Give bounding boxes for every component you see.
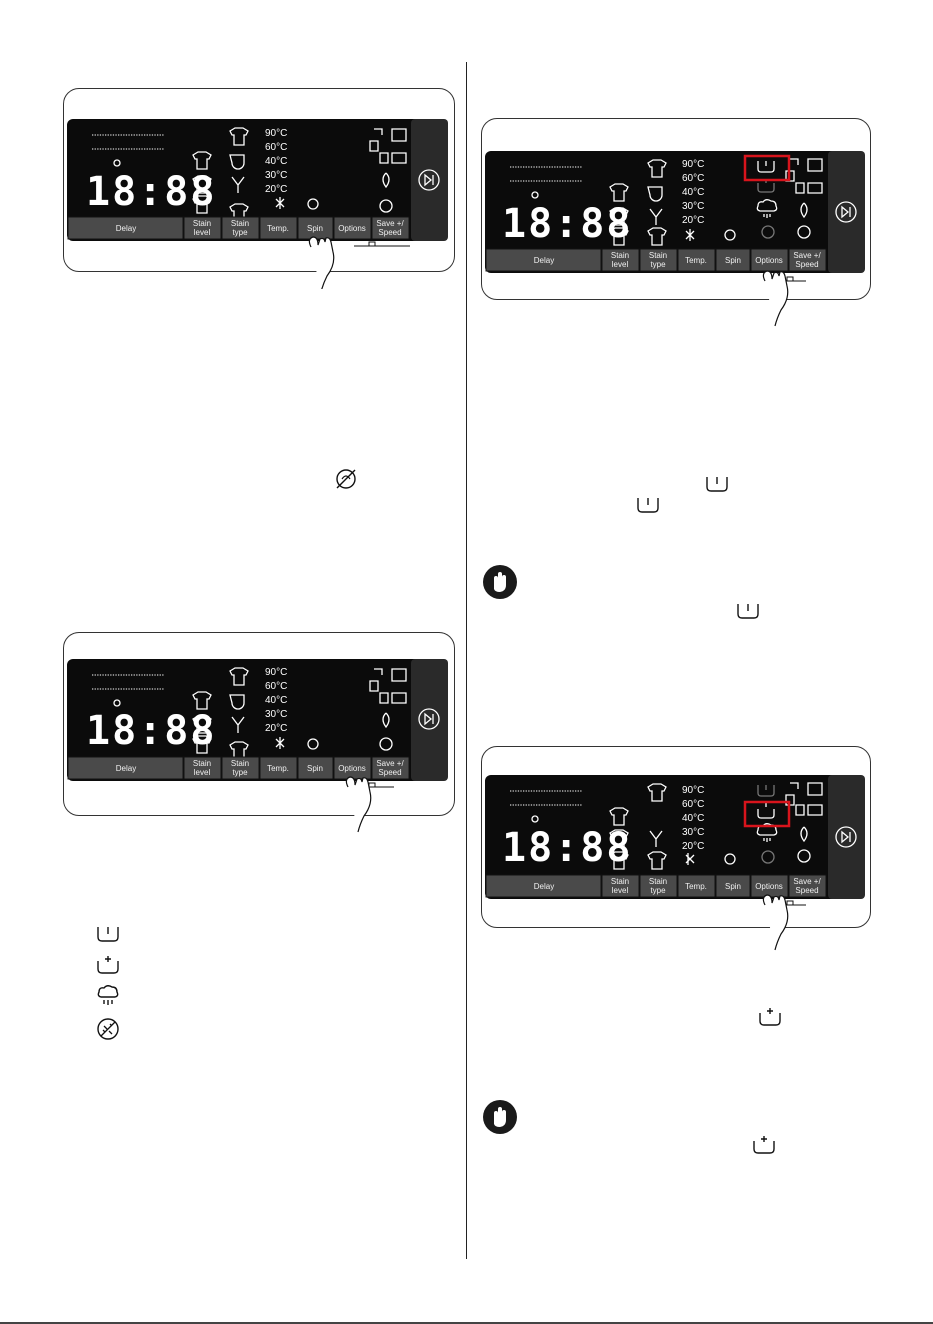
svg-text:Temp.: Temp. (685, 882, 707, 891)
svg-text:Stain: Stain (193, 219, 211, 228)
svg-text:level: level (612, 260, 629, 269)
warning-hand-icon (483, 565, 517, 599)
extra-rinse-icon-inline-2 (752, 1135, 776, 1155)
svg-text:18:88: 18:88 (86, 708, 216, 754)
svg-text:30°C: 30°C (265, 170, 287, 181)
svg-text:Delay: Delay (534, 882, 554, 891)
extra-rinse-icon-inline-1 (758, 1007, 782, 1027)
svg-text:90°C: 90°C (682, 159, 704, 170)
control-panel-figure-2: 18:88 90°C 60°C 40°C 30°C 20°C Delay Sta… (63, 632, 455, 833)
svg-text:20°C: 20°C (682, 841, 704, 852)
time-display: 18:88 (86, 169, 216, 215)
svg-text:Options: Options (338, 764, 366, 773)
svg-text:90°C: 90°C (265, 128, 287, 139)
svg-text:Spin: Spin (725, 256, 741, 265)
svg-text:Stain: Stain (193, 759, 211, 768)
save-speed-button[interactable] (371, 216, 410, 240)
svg-text:18:88: 18:88 (502, 825, 632, 871)
prewash-icon-inline-1 (705, 475, 729, 493)
svg-text:Spin: Spin (307, 224, 323, 233)
control-panel-figure-4: 18:88 90°C 60°C 40°C 30°C 20°C Delay Sta (481, 746, 871, 951)
svg-text:Speed: Speed (795, 886, 818, 895)
svg-text:20°C: 20°C (265, 184, 287, 195)
svg-text:30°C: 30°C (265, 709, 287, 720)
svg-text:Save +/: Save +/ (376, 219, 404, 228)
svg-text:Speed: Speed (795, 260, 818, 269)
options-button[interactable] (333, 216, 372, 240)
svg-text:level: level (612, 886, 629, 895)
svg-text:Stain: Stain (231, 219, 249, 228)
prewash-icon-inline-2 (636, 496, 660, 514)
svg-text:40°C: 40°C (265, 695, 287, 706)
svg-text:60°C: 60°C (682, 799, 704, 810)
delay-button[interactable] (67, 216, 184, 240)
svg-text:Delay: Delay (534, 256, 554, 265)
svg-text:18:88: 18:88 (502, 201, 632, 247)
page-bottom-rule (0, 1322, 933, 1324)
control-panel-figure-1: 18:88 90°C 60°C 40°C 30°C 20°C Delay Sta… (63, 88, 455, 289)
svg-text:Save +/: Save +/ (376, 759, 404, 768)
svg-text:level: level (194, 228, 211, 237)
svg-text:Options: Options (338, 224, 366, 233)
svg-text:30°C: 30°C (682, 827, 704, 838)
prewash-icon (96, 925, 120, 943)
svg-text:Temp.: Temp. (267, 764, 289, 773)
column-divider (466, 62, 467, 1259)
svg-text:Spin: Spin (725, 882, 741, 891)
svg-text:type: type (650, 886, 666, 895)
highlight-box (743, 800, 791, 828)
svg-text:level: level (194, 768, 211, 777)
svg-text:20°C: 20°C (265, 723, 287, 734)
svg-text:Stain: Stain (611, 251, 629, 260)
svg-text:Delay: Delay (116, 764, 136, 773)
warning-hand-icon (483, 1100, 517, 1134)
svg-text:Stain: Stain (611, 877, 629, 886)
svg-text:type: type (232, 228, 248, 237)
highlight-box (743, 154, 791, 182)
svg-text:60°C: 60°C (682, 173, 704, 184)
svg-text:Options: Options (755, 256, 783, 265)
svg-text:Spin: Spin (307, 764, 323, 773)
svg-text:60°C: 60°C (265, 142, 287, 153)
stain-level-button[interactable] (183, 216, 222, 240)
svg-text:60°C: 60°C (265, 681, 287, 692)
finger-pointer-icon (308, 236, 335, 289)
play-pause-icon (424, 173, 434, 187)
stain-type-button[interactable] (221, 216, 260, 240)
svg-text:Options: Options (755, 882, 783, 891)
svg-text:40°C: 40°C (682, 813, 704, 824)
svg-text:90°C: 90°C (682, 785, 704, 796)
spin-off-icon (96, 1017, 120, 1041)
svg-text:Temp.: Temp. (267, 224, 289, 233)
extra-rinse-icon (96, 955, 120, 975)
svg-text:Temp.: Temp. (685, 256, 707, 265)
svg-text:Save +/: Save +/ (793, 877, 821, 886)
svg-text:20°C: 20°C (682, 215, 704, 226)
svg-text:Save +/: Save +/ (793, 251, 821, 260)
svg-text:Speed: Speed (378, 228, 401, 237)
prewash-icon-inline-3 (736, 602, 760, 620)
svg-text:Stain: Stain (649, 251, 667, 260)
svg-text:30°C: 30°C (682, 201, 704, 212)
svg-text:40°C: 40°C (682, 187, 704, 198)
svg-text:Speed: Speed (378, 768, 401, 777)
steam-icon (96, 985, 120, 1007)
svg-text:90°C: 90°C (265, 667, 287, 678)
svg-text:Delay: Delay (116, 224, 136, 233)
control-panel-figure-3: 18:88 90°C 60°C 40°C 30°C 20°C Delay (481, 118, 871, 327)
svg-text:type: type (650, 260, 666, 269)
temp-button[interactable] (259, 216, 298, 240)
no-spin-icon (333, 467, 359, 491)
svg-text:type: type (232, 768, 248, 777)
svg-text:Stain: Stain (231, 759, 249, 768)
svg-text:Stain: Stain (649, 877, 667, 886)
svg-text:40°C: 40°C (265, 156, 287, 167)
